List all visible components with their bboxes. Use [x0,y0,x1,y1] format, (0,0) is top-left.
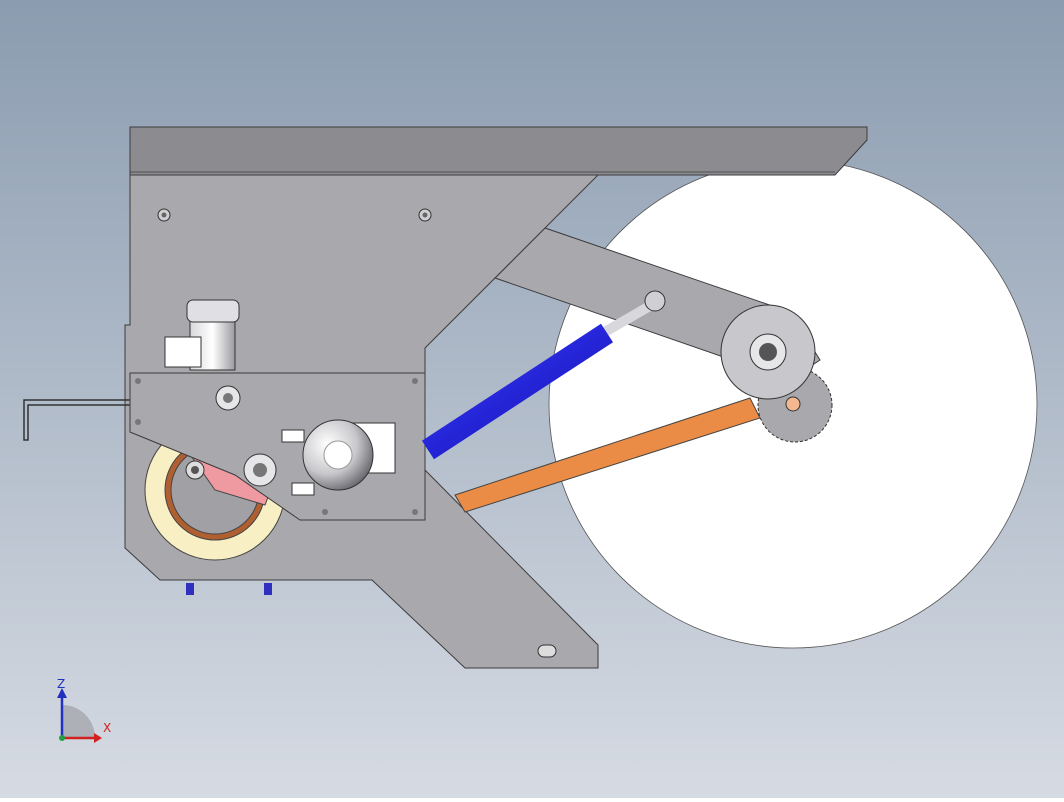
cylinder-rod [600,298,658,338]
motor-terminal-box [164,336,202,368]
pneumatic-cylinder [421,323,614,460]
triad-x-label: X [103,721,112,735]
small-block [291,482,315,496]
mount-foot [186,583,194,595]
cylinder-clevis [644,290,666,312]
coordinate-triad-icon [57,688,102,743]
adjust-slot [537,644,557,658]
small-block [281,429,305,443]
motor-cap [186,299,240,323]
top-beam [129,126,868,176]
triad-z-label: Z [57,677,66,691]
crank-handle [23,399,130,441]
mount-foot [264,583,272,595]
